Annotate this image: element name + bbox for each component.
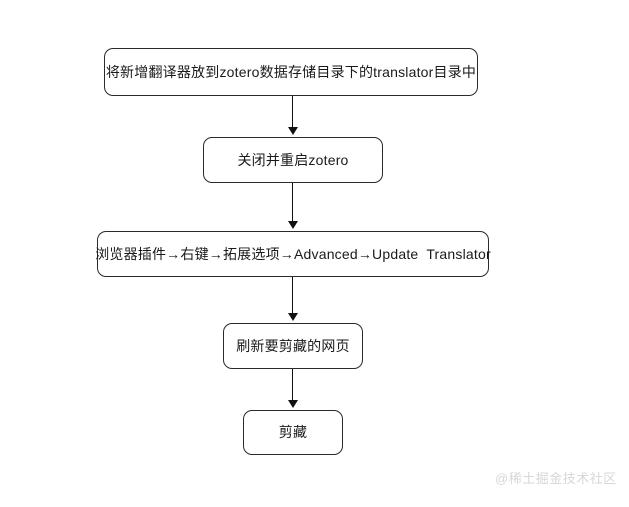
arrowhead-down-icon-3 — [287, 313, 298, 321]
connector-line-1 — [292, 96, 293, 129]
connector-line-3 — [292, 277, 293, 315]
arrowhead-down-icon-2 — [287, 221, 298, 229]
connector-line-2 — [292, 183, 293, 223]
flow-node-label: 将新增翻译器放到zotero数据存储目录下的translator目录中 — [105, 63, 477, 80]
flow-node-clip[interactable]: 剪藏 — [243, 410, 343, 455]
arrowhead-down-icon-1 — [287, 127, 298, 135]
flow-node-label: 浏览器插件→右键→拓展选项→Advanced→Update Translator — [95, 245, 491, 262]
arrowhead-down-icon-4 — [287, 400, 298, 408]
flow-node-update-translator[interactable]: 浏览器插件→右键→拓展选项→Advanced→Update Translator — [95, 231, 491, 277]
watermark-label: @稀土掘金技术社区 — [495, 471, 617, 486]
flow-node-label: 剪藏 — [278, 424, 308, 441]
flow-node-label: 关闭并重启zotero — [237, 151, 349, 168]
flow-node-restart-zotero[interactable]: 关闭并重启zotero — [203, 137, 383, 183]
flow-node-add-translator[interactable]: 将新增翻译器放到zotero数据存储目录下的translator目录中 — [104, 48, 478, 96]
flow-node-label: 刷新要剪藏的网页 — [236, 337, 350, 354]
flow-node-refresh-page[interactable]: 刷新要剪藏的网页 — [223, 323, 363, 369]
connector-line-4 — [292, 369, 293, 402]
